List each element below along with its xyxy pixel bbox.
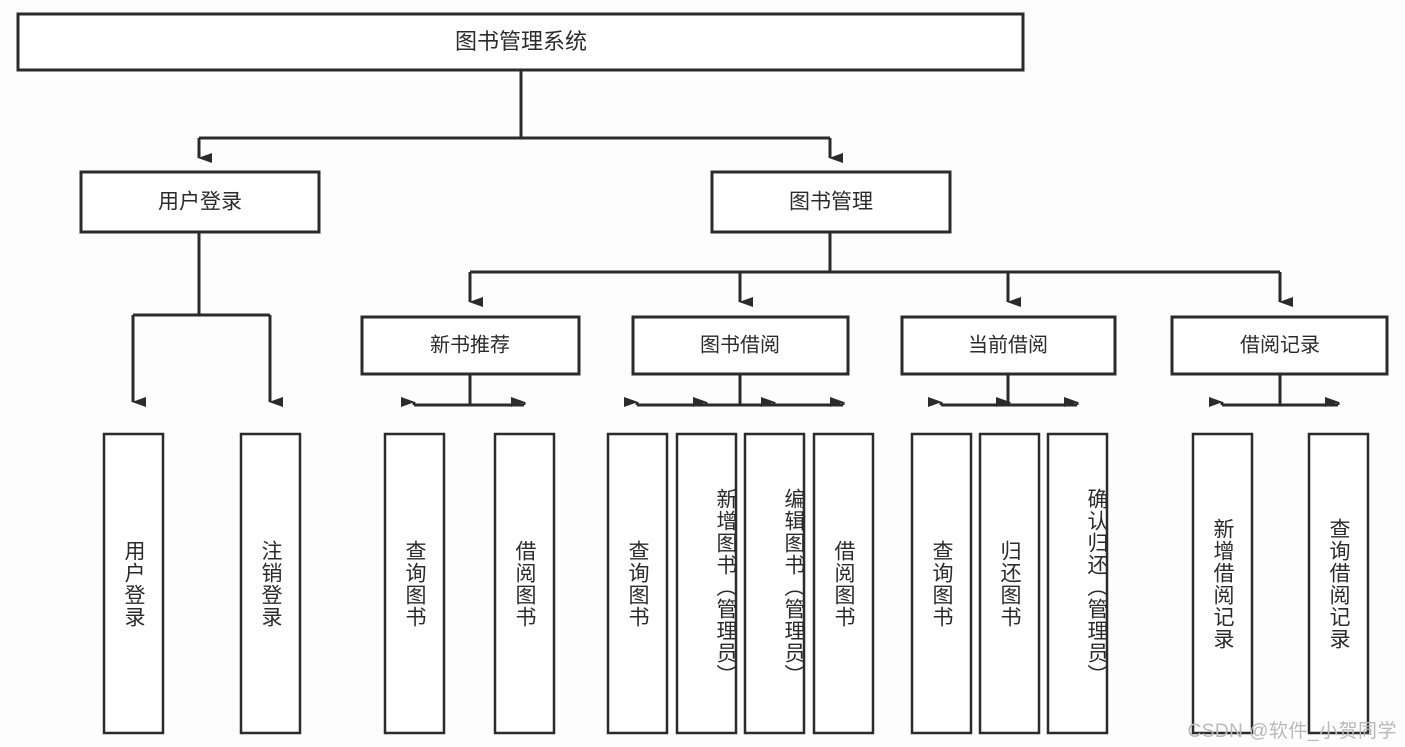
node-borrow-record[interactable]: 借阅记录: [1170, 315, 1389, 376]
leaf-borrow-record-0-box[interactable]: [1191, 432, 1254, 735]
leaf-new-book-0-box[interactable]: [383, 432, 446, 735]
node-root-box[interactable]: [16, 12, 1025, 72]
leaf-book-borrow-3-box[interactable]: [812, 432, 875, 735]
leaf-current-borrow-0-box[interactable]: [910, 432, 973, 735]
node-user-login[interactable]: 用户登录: [79, 170, 321, 234]
node-book-management-label: 图书管理: [789, 191, 873, 214]
node-new-book-recommend-label: 新书推荐: [430, 333, 510, 356]
node-user-login-label: 用户登录: [158, 191, 242, 214]
leaf-borrow-record-1-box[interactable]: [1307, 432, 1370, 735]
node-root-label: 图书管理系统: [455, 29, 587, 54]
csdn-watermark: CSDN @软件_小贺同学: [1187, 721, 1397, 742]
node-book-management[interactable]: 图书管理: [710, 170, 952, 234]
node-borrow-record-label: 借阅记录: [1240, 333, 1320, 356]
node-book-management-box[interactable]: [710, 170, 952, 234]
leaf-user-login-0-box[interactable]: [102, 432, 165, 735]
node-book-borrow-label: 图书借阅: [700, 333, 780, 356]
leaf-book-borrow-0-box[interactable]: [606, 432, 669, 735]
node-root[interactable]: 图书管理系统: [16, 12, 1025, 72]
node-current-borrow[interactable]: 当前借阅: [900, 315, 1117, 376]
leaf-user-login-1-box[interactable]: [239, 432, 302, 735]
leaf-book-borrow-1-box[interactable]: [675, 432, 738, 735]
node-book-borrow[interactable]: 图书借阅: [631, 315, 850, 376]
node-user-login-box[interactable]: [79, 170, 321, 234]
node-book-borrow-box[interactable]: [631, 315, 850, 376]
leaf-new-book-1-box[interactable]: [493, 432, 556, 735]
leaf-book-borrow-2-box[interactable]: [743, 432, 806, 735]
node-current-borrow-box[interactable]: [900, 315, 1117, 376]
node-new-book-recommend-box[interactable]: [360, 315, 581, 376]
node-new-book-recommend[interactable]: 新书推荐: [360, 315, 581, 376]
leaf-current-borrow-1-box[interactable]: [978, 432, 1041, 735]
node-current-borrow-label: 当前借阅: [968, 333, 1048, 356]
node-borrow-record-box[interactable]: [1170, 315, 1389, 376]
leaf-current-borrow-2-box[interactable]: [1046, 432, 1109, 735]
connector-group: [131, 70, 1340, 407]
